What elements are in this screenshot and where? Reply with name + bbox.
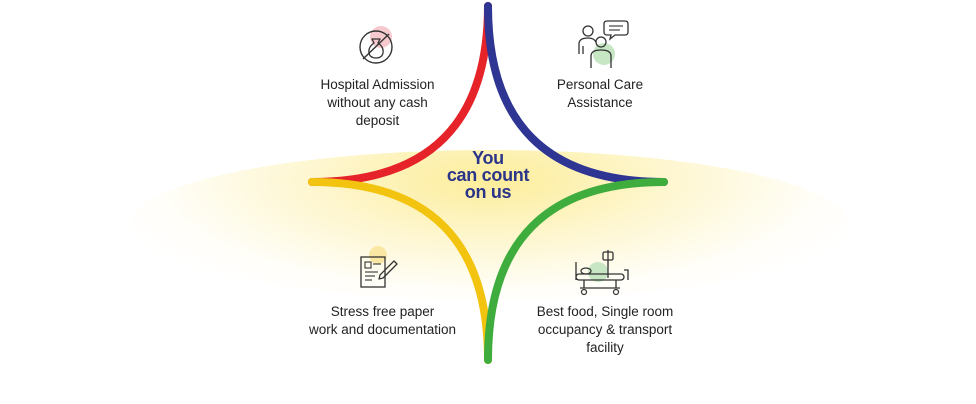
feature-food-room-transport: Best food, Single room occupancy & trans… [510,303,700,357]
feature-label-line: Assistance [567,95,633,110]
no-cash-icon [359,26,393,64]
center-heading: You can count on us [420,148,556,202]
feature-label-line: facility [586,340,624,355]
curve-navy [484,2,668,186]
curve-green [484,178,668,364]
feature-label-line: occupancy & transport [537,322,673,337]
feature-label-line: Best food, Single room [536,304,674,319]
feature-label-line: deposit [355,113,400,128]
feature-label: Best food, Single room occupancy & trans… [510,303,700,357]
feature-label-line: Stress free paper [330,304,435,319]
feature-label: Hospital Admission without any cash depo… [295,76,460,130]
feature-label-line: work and documentation [308,322,457,337]
feature-hospital-admission: Hospital Admission without any cash depo… [295,76,460,130]
feature-label: Stress free paper work and documentation [285,303,480,339]
feature-label-line: Hospital Admission [320,77,435,92]
curve-yellow [308,178,492,364]
hospital-bed-icon [575,250,629,296]
center-heading-line-1: You [472,148,504,168]
paperwork-icon [360,246,398,288]
center-heading-line-3: on us [464,182,512,202]
curve-red [308,2,492,186]
feature-label: Personal Care Assistance [525,76,675,112]
feature-label-line: Personal Care [556,77,644,92]
yellow-glow-background [130,150,850,300]
feature-paperwork: Stress free paper work and documentation [285,303,480,339]
feature-label-line: without any cash [327,95,428,110]
feature-personal-care: Personal Care Assistance [525,76,675,112]
personal-care-icon [578,20,629,68]
center-heading-line-2: can count [446,165,530,185]
